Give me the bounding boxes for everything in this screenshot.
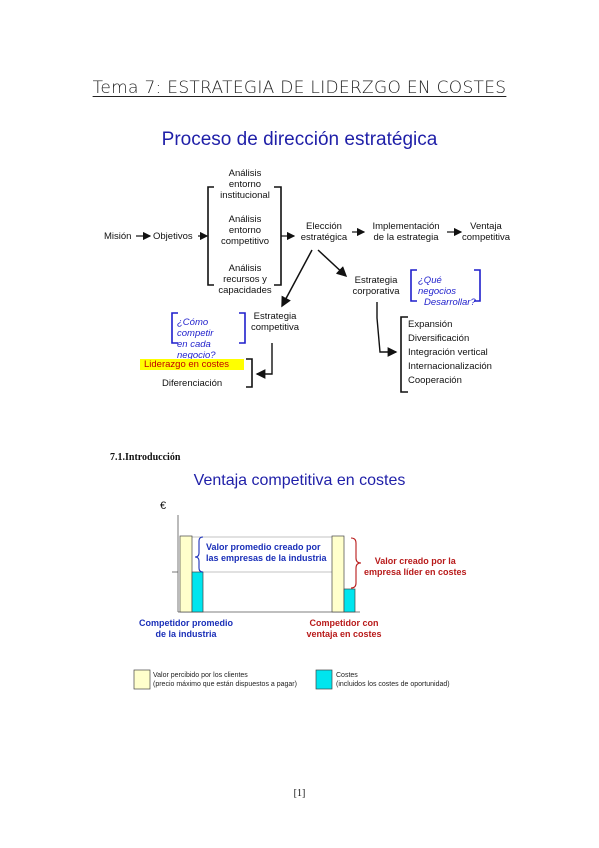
arrow-eleccion-corporativa [317,249,348,278]
node-eleccion: Elección estratégica [300,221,348,243]
legend-cost-text: Costes (incluidos los costes de oportuni… [336,672,450,688]
brace-leader-value [350,537,362,589]
bracket-strategies [246,358,253,388]
label-leader-value: Valor creado por la empresa líder en cos… [364,556,467,577]
bracket-corporate-list [400,316,408,393]
legend-swatch-cost [315,669,333,690]
node-analisis-competitivo: Análisis entorno competitivo [220,214,270,247]
node-estrategia-competitiva: Estrategia competitiva [250,311,300,333]
list-item: Cooperación [408,375,462,386]
strategy-diferenciacion: Diferenciación [162,378,223,389]
list-item: Diversificación [408,333,470,344]
brace-avg-value [194,536,204,573]
arrow-eleccion-competitiva [281,249,313,308]
node-implementacion: Implementación de la estrategia [372,221,440,243]
arrow-competitiva-strategies [255,343,273,379]
arrow-corporativa-list [376,302,398,357]
chart-title: Ventaja competitiva en costes [193,472,406,489]
legend-value-text: Valor percibido por los clientes (precio… [153,672,297,688]
bar-leader-cost [343,588,356,613]
page-number: [1] [293,788,306,799]
node-ventaja: Ventaja competitiva [462,221,511,243]
corporate-strategy-list: Expansión Diversificación Integración ve… [408,318,492,388]
question-bracket-competitiva-r [239,312,246,344]
list-item: Internacionalización [408,361,492,372]
bar-avg-value [179,535,193,613]
label-competitor-adv: Competidor con ventaja en costes [306,618,382,639]
node-analisis-institucional: Análisis entorno institucional [220,168,270,201]
node-estrategia-corporativa: Estrategia corporativa [352,275,400,297]
legend-swatch-value [133,669,151,690]
question-competitiva: ¿Cómo competir en cada negocio? [177,317,216,361]
bracket-left [207,186,214,286]
node-mision: Misión [104,231,132,242]
page-title: Tema 7: ESTRATEGIA DE LIDERZGO EN COSTES [92,78,507,98]
bar-avg-cost [191,571,204,613]
axis-symbol: € [160,500,167,512]
label-avg-value: Valor promedio creado por las empresas d… [206,542,327,563]
node-objetivos: Objetivos [153,231,193,242]
question-corporativa: ¿Qué negocios Desarrollar? [418,275,476,308]
list-item: Integración vertical [408,347,488,358]
bar-leader-value [331,535,345,613]
list-item: Expansión [408,319,453,330]
question-bracket-competitiva [171,312,178,344]
diagram-title: Proceso de dirección estratégica [161,129,438,150]
section-heading: 7.1.Introducción [110,452,181,463]
question-bracket-corporativa [410,269,417,302]
strategy-liderazgo-highlight: Liderazgo en costes [140,359,244,370]
question-bracket-corporativa-r [474,269,481,302]
label-competitor-avg: Competidor promedio de la industria [139,618,233,639]
node-analisis-recursos: Análisis recursos y capacidades [218,263,272,296]
